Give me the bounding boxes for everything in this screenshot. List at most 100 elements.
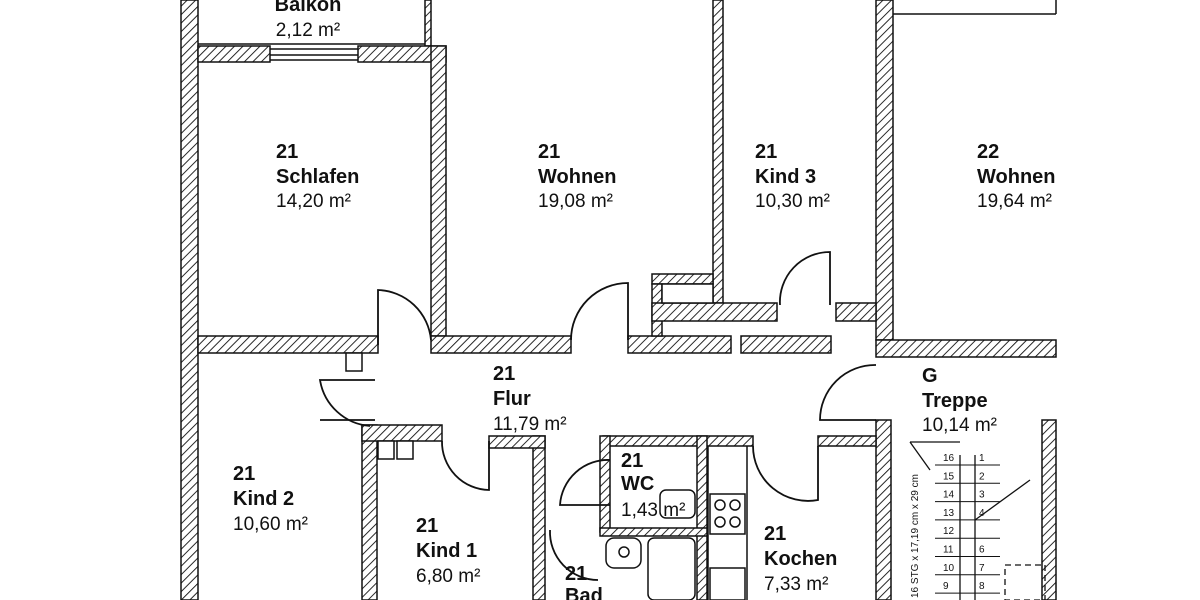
room-name: Kind 3 — [755, 166, 816, 188]
shaft-kind1-b — [396, 440, 414, 460]
stair-step-number: 8 — [979, 581, 985, 592]
wall-balkon-bottom-left — [197, 45, 271, 63]
walls — [180, 0, 1057, 600]
room-name: WC — [621, 473, 654, 495]
stair-step-number: 3 — [979, 490, 985, 501]
stair-step-number: 4 — [979, 508, 985, 519]
kitchen-sink — [709, 567, 746, 600]
room-wohnen-22: 22 Wohnen 19,64 m² — [977, 141, 1056, 212]
room-area: 19,64 m² — [977, 191, 1052, 212]
room-kind2: 21 Kind 2 10,60 m² — [233, 463, 308, 535]
stair-step-number: 9 — [943, 581, 949, 592]
room-name: Flur — [493, 388, 531, 410]
wall-notch-c — [651, 302, 778, 322]
room-kind3: 21 Kind 3 10,30 m² — [755, 141, 830, 212]
room-area: 14,20 m² — [276, 191, 351, 212]
fixtures — [345, 283, 748, 600]
door-wohnen — [570, 282, 629, 341]
stair-step-number: 13 — [943, 508, 955, 519]
toilet — [659, 489, 696, 519]
wall-flur-top-3 — [740, 335, 832, 354]
room-number: 21 — [764, 523, 786, 545]
stair-step-number: 7 — [979, 563, 985, 574]
wall-kind1-top-b — [488, 435, 546, 449]
wall-wohnen-kind3 — [712, 0, 724, 304]
room-number: 22 — [977, 141, 999, 163]
door-wc — [559, 459, 611, 506]
room-number: 21 — [276, 141, 298, 163]
room-number: 21 — [621, 450, 643, 472]
room-number: 21 — [493, 363, 515, 385]
stair-step-number: 12 — [943, 526, 955, 537]
room-name: Wohnen — [977, 166, 1056, 188]
wall-wc-top — [602, 435, 754, 447]
room-balkon: Balkon 2,12 m² — [275, 0, 342, 41]
wall-wc-right — [696, 435, 708, 600]
room-number: 21 — [233, 463, 255, 485]
door-kind1 — [441, 440, 490, 491]
door-kochen — [752, 445, 819, 502]
room-kochen: 21 Kochen 7,33 m² — [764, 523, 837, 595]
room-name: Kind 1 — [416, 540, 477, 562]
room-number: 21 — [755, 141, 777, 163]
stair-step-number: 10 — [943, 563, 955, 574]
room-area: 7,33 m² — [764, 574, 828, 595]
staircase — [909, 441, 1046, 600]
stair-note: 16 STG x 17,19 cm x 29 cm — [910, 474, 921, 598]
door-treppe — [819, 364, 877, 421]
stair-step-number: 14 — [943, 490, 955, 501]
room-schlafen: 21 Schlafen 14,20 m² — [276, 141, 359, 212]
wall-wc-bottom — [599, 527, 708, 537]
room-area: 10,60 m² — [233, 514, 308, 535]
wall-notch-a — [651, 273, 714, 285]
room-number: G — [922, 365, 938, 387]
wall-balkon-right — [424, 0, 432, 47]
wall-treppe-left — [875, 419, 892, 600]
door-kind2 — [318, 379, 375, 427]
shaft-notch — [661, 283, 714, 304]
wall-kind3-22 — [875, 0, 894, 341]
wall-treppe-right — [1041, 419, 1057, 600]
room-name: Balkon — [275, 0, 342, 16]
room-name: Wohnen — [538, 166, 617, 188]
room-name: Kochen — [764, 548, 837, 570]
room-area: 1,43 m² — [621, 500, 685, 521]
room-area: 11,79 m² — [493, 414, 567, 435]
wall-left-outer — [180, 0, 199, 600]
room-number: 21 — [565, 563, 587, 585]
door-bad — [549, 529, 599, 581]
shaft-kind1-a — [377, 440, 395, 460]
room-area: 10,30 m² — [755, 191, 830, 212]
wall-kind1-top-a — [361, 424, 443, 442]
room-wohnen: 21 Wohnen 19,08 m² — [538, 141, 617, 212]
room-area: 10,14 m² — [922, 415, 997, 436]
room-number: 21 — [538, 141, 560, 163]
room-name: Treppe — [922, 390, 988, 412]
wall-flur-top-2 — [627, 335, 732, 354]
room-number: 21 — [416, 515, 438, 537]
wall-flur-top-1 — [430, 335, 572, 354]
wall-schlafen-wohnen — [430, 45, 447, 337]
wall-wc-left — [599, 435, 611, 533]
stair-step-number: 15 — [943, 471, 955, 482]
doors — [318, 251, 877, 581]
stair-step-number: 2 — [979, 471, 985, 482]
door-kind3 — [779, 251, 831, 306]
wall-kochen-top — [817, 435, 877, 447]
room-bad: 21 Bad — [565, 563, 603, 600]
room-kind1: 21 Kind 1 6,80 m² — [416, 515, 480, 587]
wall-treppe-top — [875, 339, 1057, 358]
room-flur: 21 Flur 11,79 m² — [493, 363, 567, 435]
wall-kind3-bottom — [835, 302, 877, 322]
windows — [198, 0, 1057, 61]
room-name: Bad — [565, 585, 603, 600]
room-area: 6,80 m² — [416, 566, 480, 587]
room-treppe: G Treppe 10,14 m² — [922, 365, 997, 436]
room-area: 2,12 m² — [276, 20, 340, 41]
wall-kind2-kind1 — [361, 424, 378, 600]
room-name: Kind 2 — [233, 488, 294, 510]
wall-schlafen-kind2-a — [197, 335, 379, 354]
wall-kind1-right — [532, 435, 546, 600]
